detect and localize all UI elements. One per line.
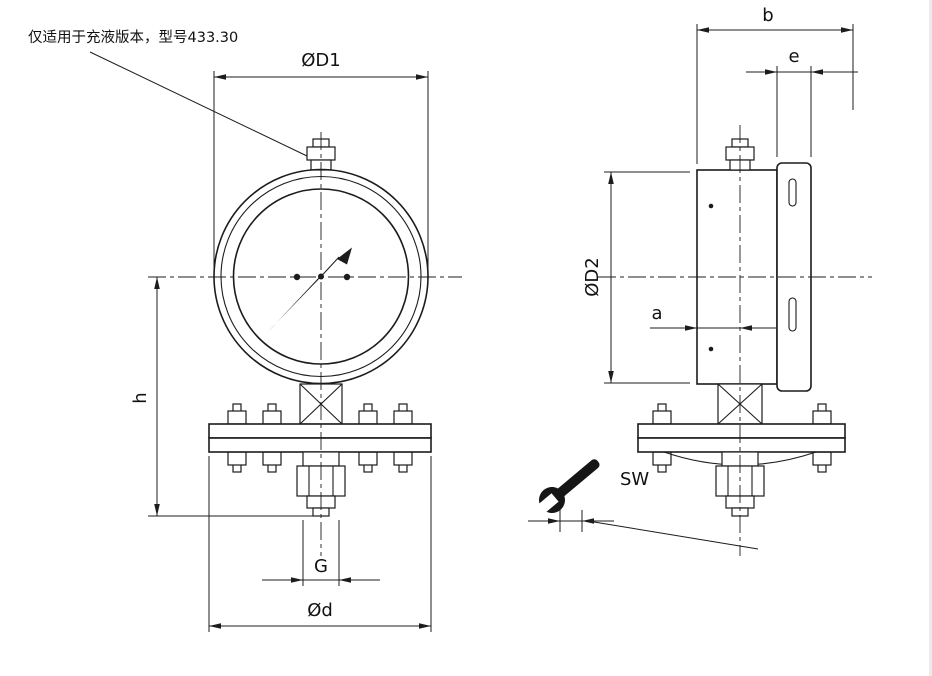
front-flange-plates — [208, 423, 432, 453]
dim-b: b — [696, 5, 854, 164]
dim-d-label: Ød — [307, 600, 333, 621]
gauge-pointer — [268, 273, 323, 331]
dim-d2-label: ØD2 — [582, 257, 603, 296]
dim-g: G — [262, 520, 380, 586]
dim-sw: SW — [528, 459, 759, 550]
dim-h: h — [130, 277, 318, 517]
dial-dot-right — [343, 273, 351, 281]
dim-a: a — [650, 303, 776, 331]
wrench-icon — [530, 459, 600, 520]
dim-sw-label: SW — [620, 469, 649, 490]
side-flange-plates — [637, 423, 846, 466]
dim-g-label: G — [314, 556, 328, 577]
dim-d2: ØD2 — [582, 171, 690, 384]
vent-slot-bottom — [788, 297, 797, 332]
case-screw-bottom — [708, 346, 714, 352]
dial-dot-left — [293, 273, 301, 281]
case-screw-top — [708, 203, 714, 209]
dim-d1: ØD1 — [213, 50, 429, 273]
pointer-counterweight — [337, 247, 352, 265]
note: 仅适用于充液版本，型号433.30 — [28, 29, 308, 157]
front-view — [148, 132, 462, 556]
dim-e: e — [746, 46, 858, 157]
vent-slot-top — [788, 178, 797, 207]
dim-b-label: b — [762, 5, 773, 26]
side-view — [598, 125, 872, 556]
dim-a-label: a — [651, 303, 662, 324]
dim-e-label: e — [788, 46, 799, 67]
note-text: 仅适用于充液版本，型号433.30 — [28, 29, 238, 46]
dim-d1-label: ØD1 — [301, 50, 340, 71]
note-leader-line — [89, 51, 308, 157]
dim-h-label: h — [130, 392, 151, 403]
page-right-edge — [929, 0, 932, 676]
pointer-tail — [320, 256, 340, 277]
dim-d: Ød — [208, 456, 432, 632]
dimensions: ØD1 b e — [28, 5, 858, 632]
